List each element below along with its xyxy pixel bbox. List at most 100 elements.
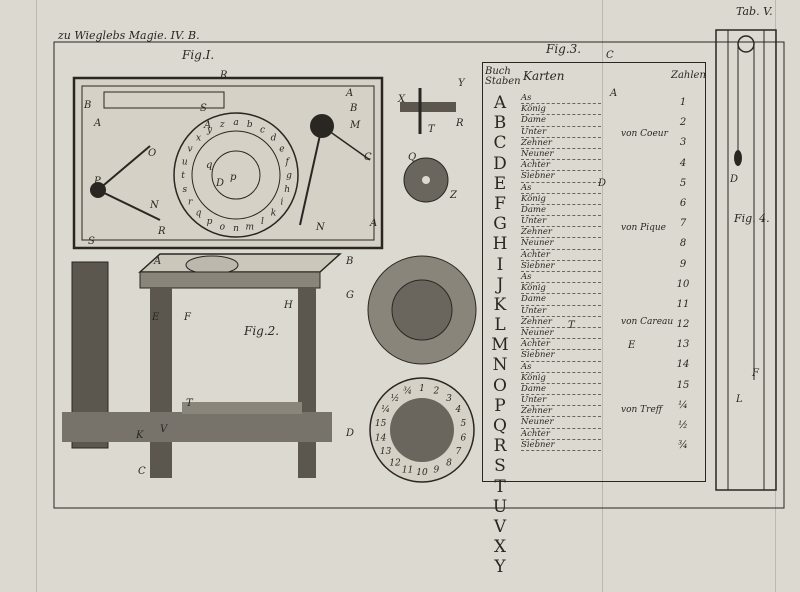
dial-label: b [247, 120, 253, 130]
card-cell: Zehner [521, 138, 601, 149]
dial-label: k [271, 209, 276, 219]
number-cell: 2 [679, 117, 687, 129]
letter-cell: Q [493, 416, 507, 436]
letter-cell: G [493, 214, 507, 235]
dial-label: 5 [460, 419, 466, 429]
letter-cell: H [492, 234, 508, 255]
letter-cell: U [492, 496, 508, 517]
mech-label: R [456, 118, 464, 129]
card-cell: Dame [521, 205, 601, 217]
letter-cell: D [493, 153, 507, 174]
dial-label: x [196, 134, 201, 144]
mech-label: T [428, 124, 435, 135]
mech-label: Q [408, 152, 417, 163]
mech-label: Z [450, 190, 457, 201]
number-cell: ¾ [678, 440, 688, 452]
dial-label: ½ [391, 393, 400, 404]
number-cell: 7 [679, 218, 687, 230]
dial-label: i [280, 198, 283, 208]
card-cell: Unter [521, 306, 601, 317]
letter-cell: R [493, 436, 507, 457]
letter-cell: V [493, 516, 507, 537]
dial-label: 12 [389, 458, 401, 468]
card-cell: Zehner [521, 227, 601, 239]
number-cell: ¼ [678, 399, 688, 411]
fold-line [36, 0, 37, 592]
fig2-label: C [138, 466, 146, 477]
dial-label: h [284, 185, 290, 195]
letter-cell: M [491, 335, 509, 356]
fig1-label: P [94, 176, 101, 187]
letter-cell: T [494, 476, 506, 497]
letter-cell: F [494, 193, 506, 214]
letters-column: A B C D E F G H I J K L M N O P Q R S T … [489, 93, 511, 578]
card-cell: Dame [521, 384, 601, 396]
fig2-label: V [160, 424, 168, 435]
dial-label: 3 [446, 394, 452, 404]
fig1-label: B [350, 103, 358, 114]
fig2-label: A [154, 256, 162, 267]
dial-label: v [188, 145, 193, 155]
card-cell: Achter [521, 339, 601, 351]
fig4-label: L [736, 394, 743, 405]
fig3-title: Fig.3. [546, 42, 582, 56]
card-cell: König [521, 283, 601, 295]
card-cell: Siebner [521, 440, 601, 451]
card-cell: As [521, 183, 601, 194]
dial-label: 9 [433, 466, 439, 476]
card-cell: As [521, 272, 601, 284]
card-cell: Dame [521, 294, 601, 306]
letter-cell: L [494, 315, 506, 336]
letter-cell: C [493, 133, 507, 154]
number-cell: 1 [679, 97, 687, 108]
card-cell: Unter [521, 127, 601, 138]
number-cell: 6 [679, 197, 687, 209]
fig2-label: G [346, 290, 354, 301]
letter-dial [173, 112, 299, 238]
card-cell: König [521, 104, 601, 116]
dial-label: z [219, 120, 225, 130]
card-cell: Achter [521, 429, 601, 440]
letter-cell: J [496, 274, 504, 295]
fig1-label: R [158, 226, 166, 237]
number-cell: 4 [679, 157, 687, 169]
dial-label: 4 [455, 405, 462, 415]
card-cell: Siebner [521, 171, 601, 183]
number-cell: 12 [676, 319, 690, 331]
card-cell: Achter [521, 250, 601, 261]
card-cell: Unter [521, 216, 601, 228]
dial-label: d [271, 134, 277, 144]
dial-label: 14 [375, 433, 387, 443]
letter-cell: Y [494, 557, 506, 578]
fig1-label: S [200, 103, 207, 114]
fig1-label: D [216, 178, 225, 189]
dial-label: s [182, 185, 187, 195]
fig1-label: p [230, 172, 237, 183]
dial-label: 10 [416, 468, 428, 478]
letter-cell: B [493, 113, 507, 134]
dial-label: 13 [380, 447, 392, 457]
number-cell: 13 [676, 339, 690, 351]
fig2-label: T [186, 398, 193, 409]
fig1-label: S [88, 236, 95, 247]
fig2-label: E [152, 312, 160, 323]
letter-cell: K [493, 294, 507, 315]
fig1-label: C [364, 152, 372, 163]
plate-header-left: zu Wieglebs Magie. IV. B. [58, 29, 200, 42]
fig1-label: A [346, 88, 354, 99]
mech-label: Y [458, 78, 465, 89]
number-cell: ½ [678, 420, 688, 431]
number-cell: 14 [676, 359, 690, 371]
suit-label: von Treff [621, 405, 663, 415]
dial-label: ¾ [403, 386, 412, 397]
card-cell: Neuner [521, 328, 601, 340]
number-cell: 9 [679, 258, 687, 270]
dial-label: g [286, 171, 292, 181]
letter-cell: N [492, 355, 508, 376]
fig1-label: A [204, 120, 212, 131]
fig1-label: q [206, 160, 213, 171]
